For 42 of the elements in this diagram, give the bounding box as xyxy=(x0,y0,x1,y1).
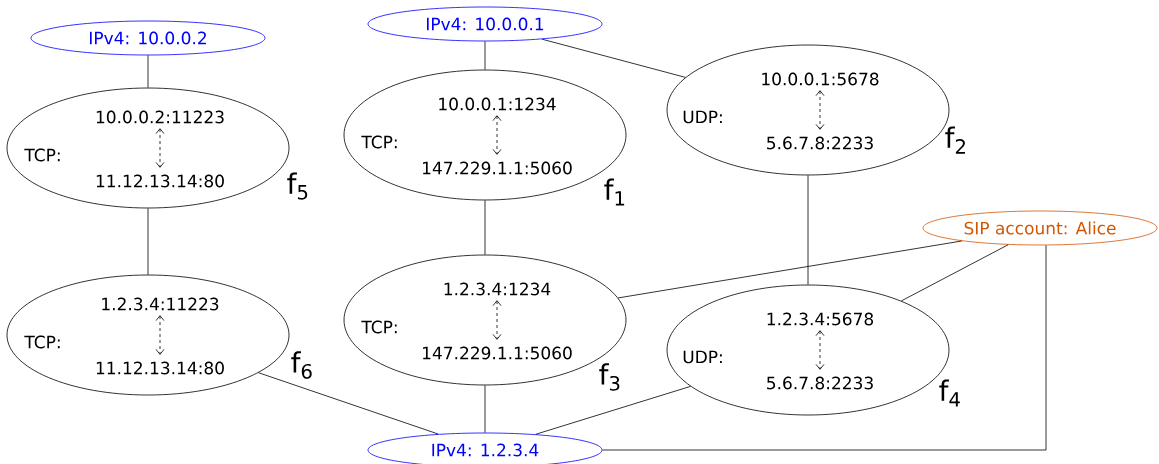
connector-line xyxy=(147,55,149,88)
flow-ellipse xyxy=(343,69,627,206)
protocol-label: UDP: xyxy=(683,350,722,364)
protocol-label: TCP: xyxy=(361,135,397,149)
flow-label: f$_{3}$ xyxy=(599,363,620,391)
connector-line xyxy=(147,208,149,275)
flow-label: f$_{4}$ xyxy=(939,379,960,407)
address-label: 5.6.7.8:2233 xyxy=(767,376,873,390)
address-label: 10.0.0.2:11223 xyxy=(96,110,224,124)
connector-line xyxy=(484,200,486,255)
address-label: 10.0.0.1:1234 xyxy=(439,97,556,111)
protocol-label: TCP: xyxy=(361,320,397,334)
connector-line xyxy=(617,240,963,299)
flow-label: f$_{6}$ xyxy=(291,351,312,379)
address-label: 1.2.3.4:1234 xyxy=(444,282,551,296)
protocol-label: TCP: xyxy=(24,148,60,162)
connector-line xyxy=(541,38,686,78)
address-label: 147.229.1.1:5060 xyxy=(423,161,572,175)
connector-line xyxy=(484,385,486,433)
flow-ellipse xyxy=(343,254,627,391)
connector-line xyxy=(258,372,439,435)
connector-line xyxy=(484,41,486,70)
flow-ellipse xyxy=(666,284,960,416)
address-label: 11.12.13.14:80 xyxy=(96,361,224,375)
protocol-label: UDP: xyxy=(683,110,722,124)
address-label: 10.0.0.1:5678 xyxy=(762,72,879,86)
address-label: 1.2.3.4:11223 xyxy=(102,297,219,311)
address-label: 5.6.7.8:2233 xyxy=(767,136,873,150)
address-label: 11.12.13.14:80 xyxy=(96,174,224,188)
flow-ellipse xyxy=(6,87,308,209)
protocol-label: TCP: xyxy=(24,335,60,349)
flow-label: f$_{1}$ xyxy=(604,178,625,206)
flow-label: f$_{2}$ xyxy=(945,126,965,154)
connector-line xyxy=(901,244,1009,302)
connector-line xyxy=(602,245,1047,451)
connector-line xyxy=(535,386,691,435)
address-label: 147.229.1.1:5060 xyxy=(423,346,572,360)
flow-ellipse xyxy=(6,274,312,396)
address-label: 1.2.3.4:5678 xyxy=(767,312,874,326)
flow-label: f$_{5}$ xyxy=(287,172,308,200)
flow-ellipse xyxy=(666,44,965,176)
connector-line xyxy=(807,175,809,285)
